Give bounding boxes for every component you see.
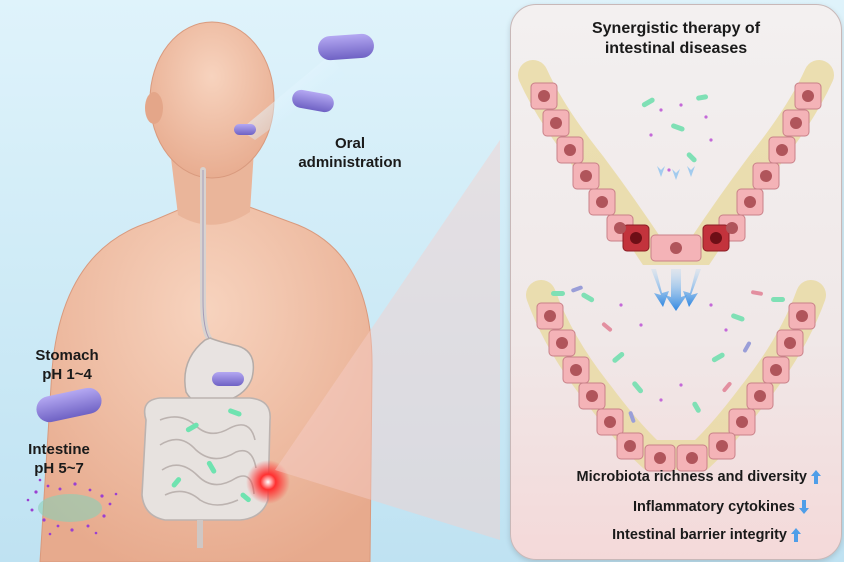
rich-bacteria-2 <box>601 290 763 393</box>
up-arrow-icon <box>791 528 801 542</box>
panel-title-line1: Synergistic therapy of <box>591 20 761 37</box>
intestine-label: Intestine pH 5~7 <box>14 440 104 478</box>
panel-title-line2: intestinal diseases <box>604 40 748 57</box>
therapy-panel: Synergistic therapy of intestinal diseas… <box>510 4 842 560</box>
down-arrow-icon <box>657 150 695 180</box>
down-arrow-icon <box>799 500 809 514</box>
inflammation-site <box>246 460 290 504</box>
outcome-barrier: Intestinal barrier integrity <box>612 527 801 543</box>
capsule-icon <box>318 33 374 61</box>
outcome-text: Inflammatory cytokines <box>633 499 795 515</box>
oral-administration-label: Oral administration <box>285 134 415 172</box>
stomach-label: Stomach pH 1~4 <box>22 346 112 384</box>
intestine-ph: pH 5~7 <box>34 460 84 477</box>
dispersed-capsule <box>26 478 118 536</box>
stomach-ph: pH 1~4 <box>42 366 92 383</box>
intestinal-epithelium-diagram <box>518 60 834 472</box>
ear <box>145 92 163 124</box>
panel-title: Synergistic therapy of intestinal diseas… <box>511 19 841 59</box>
up-arrow-icon <box>811 470 821 484</box>
capsule-icon <box>234 124 256 135</box>
capsule-icon <box>292 89 334 113</box>
outcome-microbiota: Microbiota richness and diversity <box>577 469 821 485</box>
capsule-icon <box>36 387 102 423</box>
down-arrow-icon <box>651 269 701 311</box>
stomach <box>184 337 255 406</box>
human-body-figure <box>26 21 500 562</box>
oral-text: Oral administration <box>298 135 402 171</box>
outcome-text: Intestinal barrier integrity <box>612 527 787 543</box>
inflamed-crypt <box>518 60 834 265</box>
stomach-name: Stomach <box>35 347 99 364</box>
sparse-bacteria <box>641 94 709 163</box>
healthy-crypt <box>526 280 826 472</box>
intestine-name: Intestine <box>28 441 90 458</box>
capsule-icon <box>212 372 244 386</box>
rich-bacteria-3 <box>571 285 751 423</box>
rich-bacteria <box>551 291 785 413</box>
outcome-cytokines: Inflammatory cytokines <box>633 499 809 515</box>
outcome-text: Microbiota richness and diversity <box>576 469 807 485</box>
head <box>149 21 275 179</box>
intestine-bacteria <box>171 408 251 503</box>
zoom-wedge <box>275 140 500 540</box>
